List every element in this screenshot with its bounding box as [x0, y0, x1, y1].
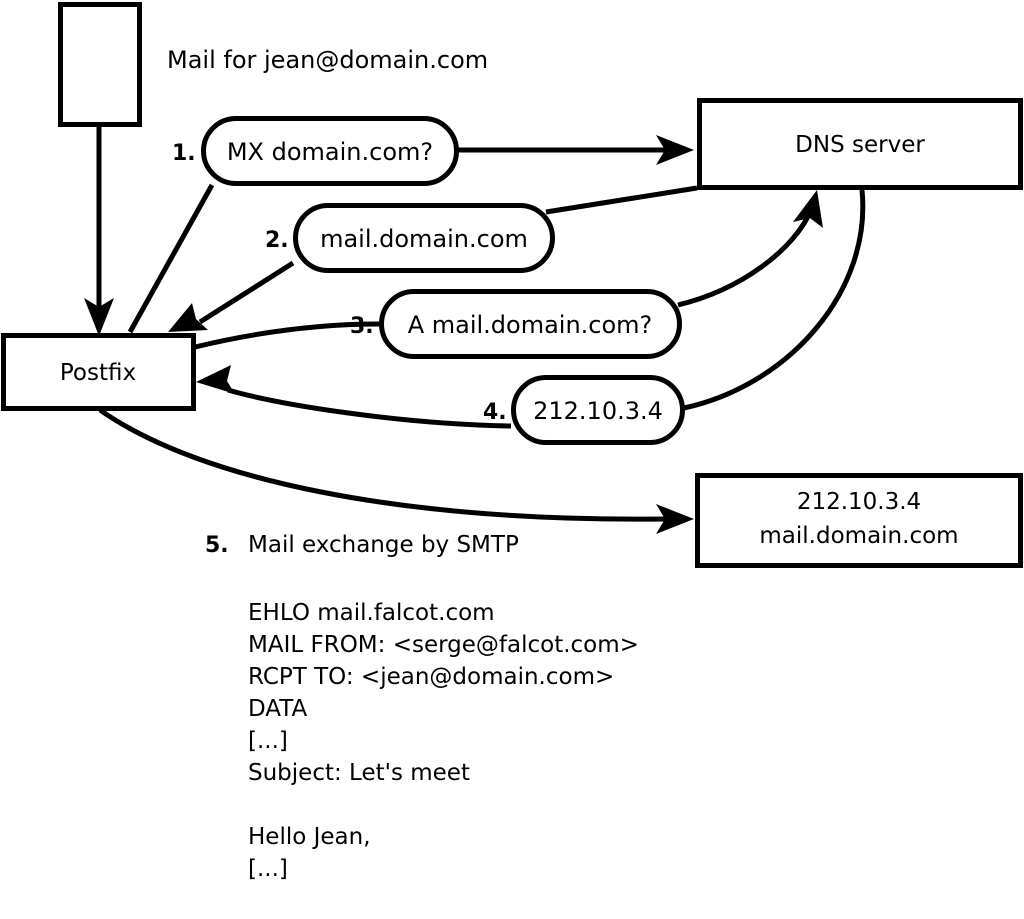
step-1-number: 1. [172, 141, 196, 166]
connector-postfix-to-step3 [194, 321, 380, 350]
node-mail-host: 212.10.3.4 mail.domain.com [695, 473, 1023, 568]
connector-step4-to-postfix [196, 365, 512, 429]
diagram-title: Mail for jean@domain.com [167, 46, 488, 74]
transcript-line: Subject: Let's meet [248, 760, 470, 786]
node-postfix: Postfix [1, 333, 196, 411]
transcript-line: MAIL FROM: <serge@falcot.com> [248, 632, 639, 658]
connector-postfix-to-step1 [127, 183, 215, 334]
node-postfix-label: Postfix [60, 360, 136, 386]
node-mail-host-ip: 212.10.3.4 [797, 489, 921, 515]
connector-postfix-to-mailhost [98, 407, 694, 534]
transcript-line: Hello Jean, [248, 824, 371, 850]
step-3-bubble [379, 289, 682, 359]
step-1: 1. MX domain.com? [172, 116, 459, 186]
node-sender-host [58, 2, 142, 127]
step-1-bubble [201, 116, 459, 186]
step-2-label: mail.domain.com [320, 225, 528, 253]
step-2-number: 2. [265, 228, 289, 253]
node-dns-server-label: DNS server [795, 132, 925, 158]
node-dns-server: DNS server [697, 98, 1023, 190]
step-4-label: 212.10.3.4 [533, 397, 663, 425]
transcript-line: RCPT TO: <jean@domain.com> [248, 664, 614, 690]
step-2-bubble [293, 203, 555, 273]
connector-dns-to-step2 [545, 185, 698, 215]
step-4: 4. 212.10.3.4 [483, 375, 685, 445]
transcript-line: [...] [248, 856, 288, 882]
transcript-line: DATA [248, 696, 308, 722]
step-2: 2. mail.domain.com [265, 203, 555, 273]
connector-sender-to-postfix [84, 125, 114, 336]
step-3: 3. A mail.domain.com? [350, 289, 682, 359]
connector-step2-to-postfix [168, 260, 295, 332]
node-mail-host-hostname: mail.domain.com [759, 523, 958, 549]
transcript-line: EHLO mail.falcot.com [248, 600, 495, 626]
transcript-line: [...] [248, 728, 288, 754]
step-4-number: 4. [483, 400, 507, 425]
connector-step1-to-dns [458, 135, 694, 165]
step-3-label: A mail.domain.com? [408, 311, 653, 339]
step-4-bubble [511, 375, 685, 445]
step-1-label: MX domain.com? [227, 138, 433, 166]
connector-step3-to-dns [677, 190, 823, 308]
step-3-number: 3. [350, 314, 374, 339]
connector-dns-to-step4 [683, 189, 866, 411]
step-5-number: 5. [205, 533, 229, 558]
step-5-caption: Mail exchange by SMTP [248, 532, 519, 558]
